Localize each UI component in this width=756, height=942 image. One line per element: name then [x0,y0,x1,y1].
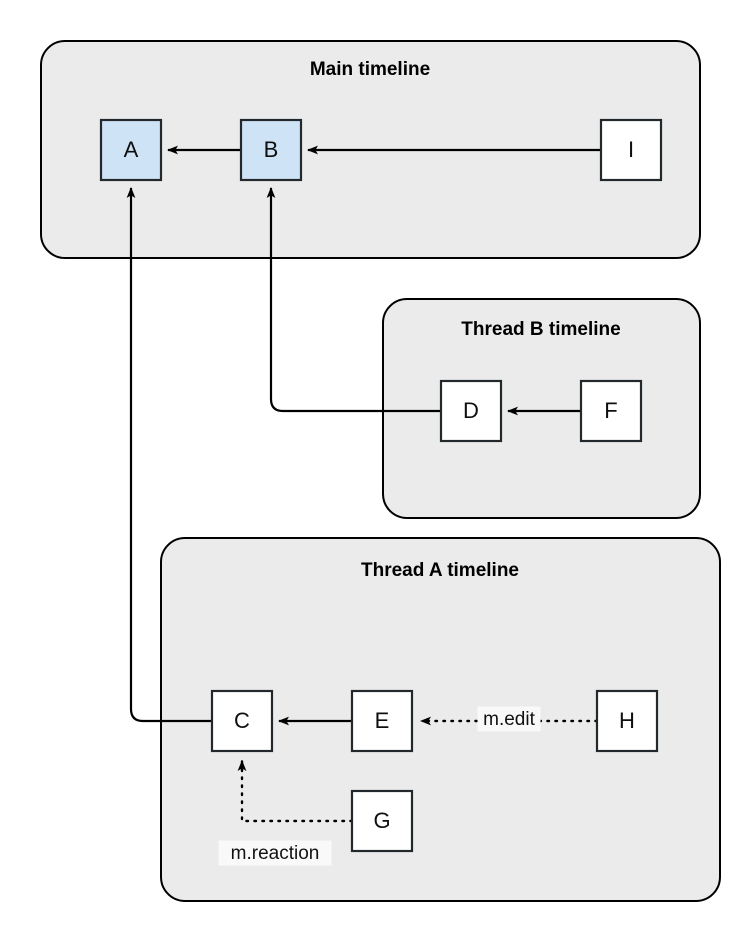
event-label-E: E [375,708,390,733]
event-node-I[interactable]: I [599,118,663,182]
edge-label-h-to-e: m.edit [483,709,535,730]
edge-label-g-to-c: m.reaction [231,843,320,864]
event-node-D[interactable]: D [439,379,503,443]
event-node-G[interactable]: G [350,789,414,853]
event-box-D[interactable] [439,379,503,443]
event-nodes: A B I D F C E H G [99,118,663,853]
event-label-G: G [373,808,390,833]
event-label-C: C [234,708,250,733]
event-box-F[interactable] [579,379,643,443]
edge-label-bg-g-to-c [218,840,332,866]
event-label-B: B [264,137,279,162]
event-node-F[interactable]: F [579,379,643,443]
timeline-container-thread-b [382,298,701,519]
event-node-E[interactable]: E [350,689,414,753]
event-node-H[interactable]: H [595,689,659,753]
event-box-B[interactable] [239,118,303,182]
event-node-C[interactable]: C [210,689,274,753]
event-label-F: F [604,398,617,423]
event-box-H[interactable] [595,689,659,753]
timeline-title-thread-a: Thread A timeline [361,560,519,581]
timeline-container-thread-a [160,537,721,902]
timeline-group-thread-a: Thread A timeline [160,537,721,902]
event-box-C[interactable] [210,689,274,753]
edge-c-to-a [126,187,212,723]
edge-label-bg-h-to-e [477,706,541,732]
timeline-group-thread-b: Thread B timeline [382,298,701,519]
event-box-I[interactable] [599,118,663,182]
edge-d-to-b [266,187,441,413]
event-label-H: H [619,708,635,733]
event-node-A[interactable]: A [99,118,163,182]
event-box-A[interactable] [99,118,163,182]
event-node-B[interactable]: B [239,118,303,182]
edge-labels: m.edit m.reaction [218,706,541,866]
event-label-A: A [124,137,139,162]
event-label-D: D [463,398,479,423]
event-box-G[interactable] [350,789,414,853]
timeline-title-thread-b: Thread B timeline [461,319,620,340]
timeline-title-main: Main timeline [310,59,430,80]
event-label-I: I [628,137,634,162]
event-box-E[interactable] [350,689,414,753]
